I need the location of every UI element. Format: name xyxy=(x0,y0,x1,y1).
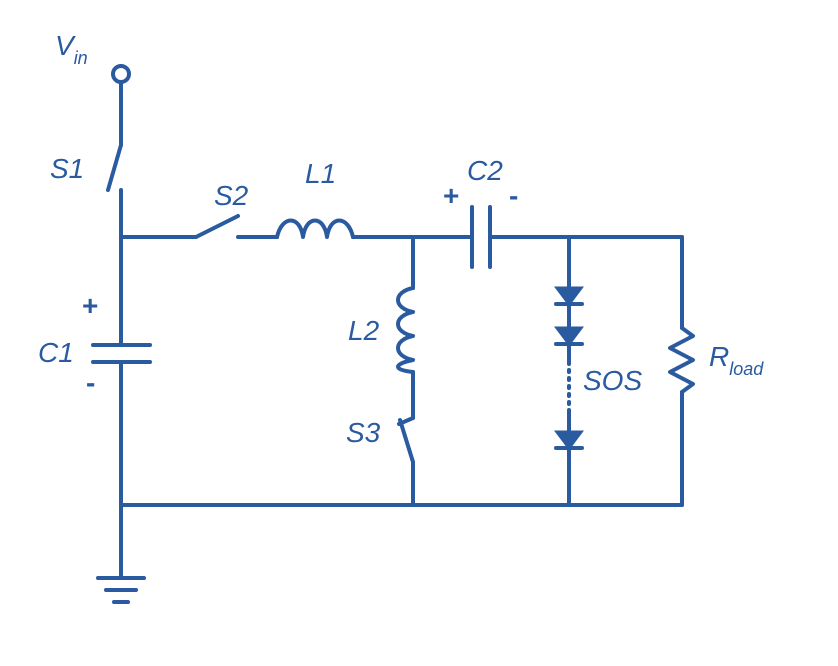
l2-label: L2 xyxy=(348,315,380,346)
diode-1 xyxy=(554,286,584,307)
rload-label: Rload xyxy=(709,341,764,379)
l1-label: L1 xyxy=(305,158,336,189)
capacitor-c1 xyxy=(91,343,152,364)
switch-s2 xyxy=(194,214,279,239)
s2-label: S2 xyxy=(214,180,249,211)
switch-s1 xyxy=(106,80,123,239)
sos-label: SOS xyxy=(583,365,642,396)
c2-plus-sign: + xyxy=(443,180,459,211)
vin-terminal xyxy=(111,64,131,84)
diode-3 xyxy=(554,430,584,451)
inductor-l2 xyxy=(396,286,415,374)
c2-label: C2 xyxy=(467,155,503,186)
resistor-rload xyxy=(668,326,695,394)
inductor-l1 xyxy=(275,218,355,239)
s3-label: S3 xyxy=(346,417,381,448)
s1-label: S1 xyxy=(50,153,84,184)
vin-label: Vin xyxy=(55,30,88,68)
sos-diode-stack xyxy=(554,235,584,507)
ground-symbol xyxy=(96,576,146,604)
capacitor-c2 xyxy=(470,205,492,269)
diode-2 xyxy=(554,326,584,347)
c1-label: C1 xyxy=(38,337,74,368)
c2-minus-sign: - xyxy=(509,180,518,211)
c1-plus-sign: + xyxy=(82,290,98,321)
c1-minus-sign: - xyxy=(86,367,95,398)
switch-s3 xyxy=(397,416,415,507)
